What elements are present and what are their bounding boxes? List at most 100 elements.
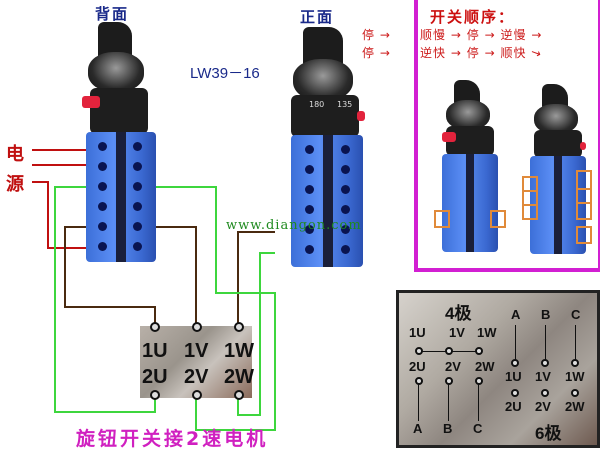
arrow-icon: → bbox=[450, 28, 462, 42]
pole-label: 2U bbox=[409, 359, 426, 374]
pole-label: 2V bbox=[535, 399, 551, 414]
terminal-hole bbox=[98, 182, 107, 191]
terminal-hole bbox=[98, 162, 107, 171]
phase-label: C bbox=[473, 421, 483, 436]
terminal-2V bbox=[192, 390, 202, 400]
seq-step: 逆快 bbox=[420, 46, 447, 60]
watermark: www.diangon.com bbox=[226, 218, 362, 233]
pole-dot bbox=[511, 389, 519, 397]
diagram-caption: 旋钮开关接2速电机 bbox=[76, 428, 269, 450]
motor-terminal-block: 1U 1V 1W 2U 2V 2W bbox=[140, 322, 254, 400]
terminal-label: 2V bbox=[184, 366, 209, 388]
lead-line bbox=[448, 383, 449, 421]
terminal-hole bbox=[341, 245, 350, 254]
pole-dot bbox=[475, 377, 483, 385]
terminal-label: 1W bbox=[224, 340, 254, 362]
terminal-1W bbox=[234, 322, 244, 332]
red-indicator bbox=[442, 132, 456, 142]
pole-label: 1W bbox=[477, 325, 497, 340]
switch-collar bbox=[534, 104, 578, 134]
left-rotary-switch bbox=[78, 22, 158, 272]
pole-label: 1V bbox=[535, 369, 551, 384]
terminal-hole bbox=[98, 142, 107, 151]
terminal-hole bbox=[98, 242, 107, 251]
terminal-1U bbox=[150, 322, 160, 332]
switching-sequence-panel: 开关顺序： 顺慢 → 停 → 逆慢 → 逆快 → 停 → 顺快 → bbox=[414, 0, 600, 272]
terminal-hole bbox=[98, 202, 107, 211]
terminal-hole bbox=[133, 182, 142, 191]
pole-dot bbox=[445, 377, 453, 385]
seq-step: 停 bbox=[466, 46, 480, 60]
arrow-icon: → bbox=[484, 46, 496, 60]
switch-collar bbox=[88, 52, 144, 92]
jumper-marker bbox=[522, 204, 538, 220]
terminal-label: 1V bbox=[184, 340, 209, 362]
pole-label: 2W bbox=[475, 359, 495, 374]
seq-step: 顺快 bbox=[500, 46, 527, 60]
sequence-row2: 逆快 → 停 → 顺快 → bbox=[420, 44, 545, 62]
arrow-icon: → bbox=[529, 44, 545, 62]
pole-dot bbox=[511, 359, 519, 367]
terminal-hole bbox=[341, 185, 350, 194]
switch-center-strip bbox=[323, 135, 333, 267]
terminal-hole bbox=[133, 162, 142, 171]
terminal-1V bbox=[192, 322, 202, 332]
terminal-label: 1U bbox=[142, 340, 168, 362]
small-switch-2 bbox=[522, 84, 592, 256]
terminal-hole bbox=[305, 185, 314, 194]
four-pole-title: 4极 bbox=[445, 304, 472, 323]
phase-label: A bbox=[511, 307, 521, 322]
sequence-row1: 顺慢 → 停 → 逆慢 → bbox=[420, 26, 542, 43]
terminal-2W bbox=[234, 390, 244, 400]
terminal-hole bbox=[305, 165, 314, 174]
phase-label: C bbox=[571, 307, 581, 322]
pole-label: 1U bbox=[505, 369, 522, 384]
pole-dot bbox=[415, 377, 423, 385]
right-rotary-switch: 180 135 bbox=[283, 27, 368, 272]
switch-dial-ring: 180 135 bbox=[291, 95, 359, 137]
jumper-marker bbox=[434, 210, 450, 228]
back-view-label: 背面 bbox=[95, 5, 130, 23]
terminal-2U bbox=[150, 390, 160, 400]
pole-dot bbox=[541, 359, 549, 367]
terminal-hole bbox=[98, 222, 107, 231]
switch-center-strip bbox=[116, 132, 126, 262]
jumper-marker bbox=[576, 170, 592, 190]
lead-line bbox=[545, 325, 546, 361]
terminal-hole bbox=[133, 222, 142, 231]
arrow-icon: → bbox=[531, 28, 543, 42]
terminal-hole bbox=[341, 205, 350, 214]
seq-step: 停 bbox=[466, 28, 480, 42]
terminal-hole bbox=[133, 242, 142, 251]
sequence-row1-start: 停 → bbox=[362, 26, 391, 43]
switch-collar bbox=[293, 59, 353, 101]
switch-dial-ring bbox=[534, 130, 582, 158]
terminal-hole bbox=[305, 245, 314, 254]
terminal-hole bbox=[341, 225, 350, 234]
six-pole-title: 6极 bbox=[535, 424, 562, 443]
switch-center-strip bbox=[554, 156, 562, 254]
pole-label: 1U bbox=[409, 325, 426, 340]
switch-center-strip bbox=[466, 154, 474, 252]
switch-collar bbox=[446, 100, 490, 130]
pole-connection-diagram: 4极 1U 1V 1W 2U 2V 2W A B C A B C 1U 1V 1… bbox=[396, 290, 600, 448]
red-indicator bbox=[82, 96, 100, 108]
seq-step: 停 bbox=[362, 28, 376, 42]
sequence-title: 开关顺序： bbox=[430, 8, 516, 26]
model-label: LW39－16 bbox=[190, 65, 260, 82]
pole-label: 2W bbox=[565, 399, 585, 414]
terminal-label: 2W bbox=[224, 366, 254, 388]
pole-dot bbox=[571, 389, 579, 397]
pole-dot bbox=[475, 347, 483, 355]
small-switch-1 bbox=[434, 80, 506, 255]
arrow-icon: → bbox=[450, 46, 462, 60]
pole-label: 1V bbox=[449, 325, 465, 340]
lead-line bbox=[418, 383, 419, 421]
pole-dot bbox=[571, 359, 579, 367]
seq-step: 停 bbox=[362, 46, 376, 60]
red-indicator bbox=[580, 142, 586, 150]
terminal-hole bbox=[305, 145, 314, 154]
power-label-2: 源 bbox=[6, 174, 24, 195]
terminal-hole bbox=[305, 225, 314, 234]
